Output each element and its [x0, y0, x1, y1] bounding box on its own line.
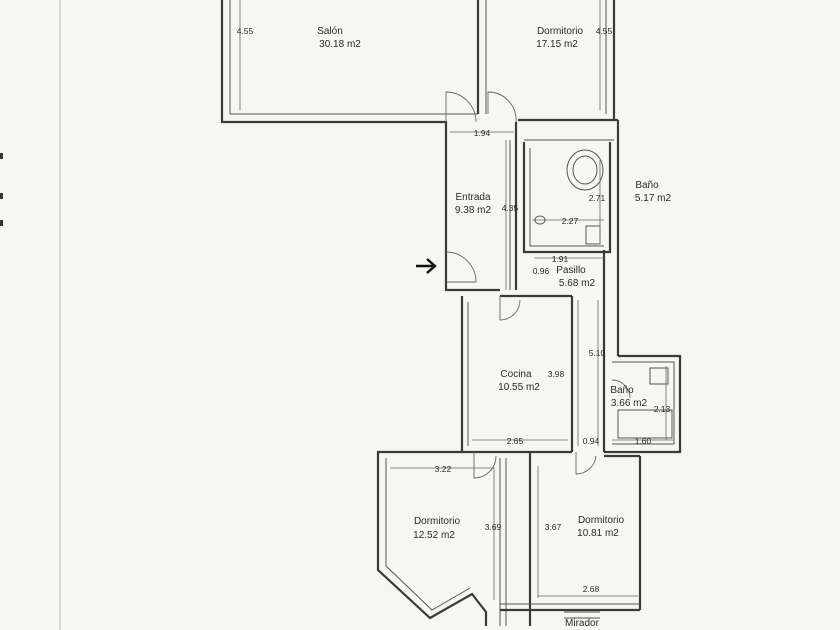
binder-mark [0, 193, 3, 199]
dim-cocina-w: 2.65 [507, 436, 524, 446]
dimension-lines [239, 0, 674, 600]
binder-mark [0, 220, 3, 226]
room-area-dorm-left: 12.52 m2 [413, 530, 455, 541]
room-area-dorm-top: 17.15 m2 [536, 39, 578, 50]
room-name-salon: Salón [317, 26, 343, 37]
fixtures [534, 149, 673, 439]
room-name-bano-small: Baño [610, 385, 634, 396]
doors [445, 91, 631, 479]
dim-dorm-right-w: 2.68 [583, 584, 600, 594]
dim-bano-small-d: 0.94 [583, 436, 600, 446]
room-name-entrada: Entrada [455, 192, 490, 203]
room-area-entrada: 9.38 m2 [455, 205, 492, 216]
room-area-bano-top: 5.17 m2 [635, 193, 672, 204]
room-name-pasillo: Pasillo [556, 265, 586, 276]
room-area-salon: 30.18 m2 [319, 39, 361, 50]
dim-dorm-right-h: 3.67 [545, 522, 562, 532]
dim-entrada-h: 4.35 [502, 203, 519, 213]
room-name-cocina: Cocina [500, 369, 532, 380]
dim-dorm-top-h: 4.55 [596, 26, 613, 36]
shower-icon [617, 409, 673, 439]
room-area-cocina: 10.55 m2 [498, 382, 540, 393]
room-name-mirador: Mirador [565, 618, 600, 629]
dim-pasillo-l: 5.10 [589, 348, 606, 358]
dim-pasillo-w: 1.91 [552, 254, 569, 264]
toilet-icon [585, 225, 601, 245]
room-name-bano-top: Baño [635, 180, 659, 191]
entrance-arrow-icon [416, 258, 437, 274]
dim-bano-small-h: 2.13 [654, 404, 671, 414]
dim-bano-w1: 2.71 [589, 193, 606, 203]
dim-bano-small-w: 1.60 [635, 436, 652, 446]
dim-pasillo-d: 0.96 [533, 266, 550, 276]
dim-salon-h: 4.55 [237, 26, 254, 36]
dim-entrada-w: 1.94 [474, 128, 491, 138]
bathtub-icon [566, 149, 604, 191]
dim-bano-w2: 2.27 [562, 216, 579, 226]
walls [220, 0, 682, 626]
room-area-dorm-right: 10.81 m2 [577, 528, 619, 539]
sink-icon [649, 367, 669, 385]
room-area-bano-small: 3.66 m2 [611, 398, 648, 409]
room-name-dorm-top: Dormitorio [537, 26, 584, 37]
binder-mark [0, 153, 3, 159]
dim-dorm-left-w: 3.22 [435, 464, 452, 474]
dim-cocina-h: 3.98 [548, 369, 565, 379]
room-area-pasillo: 5.68 m2 [559, 278, 596, 289]
room-name-dorm-left: Dormitorio [414, 516, 461, 527]
room-name-dorm-right: Dormitorio [578, 515, 625, 526]
dim-dorm-left-h: 3.69 [485, 522, 502, 532]
